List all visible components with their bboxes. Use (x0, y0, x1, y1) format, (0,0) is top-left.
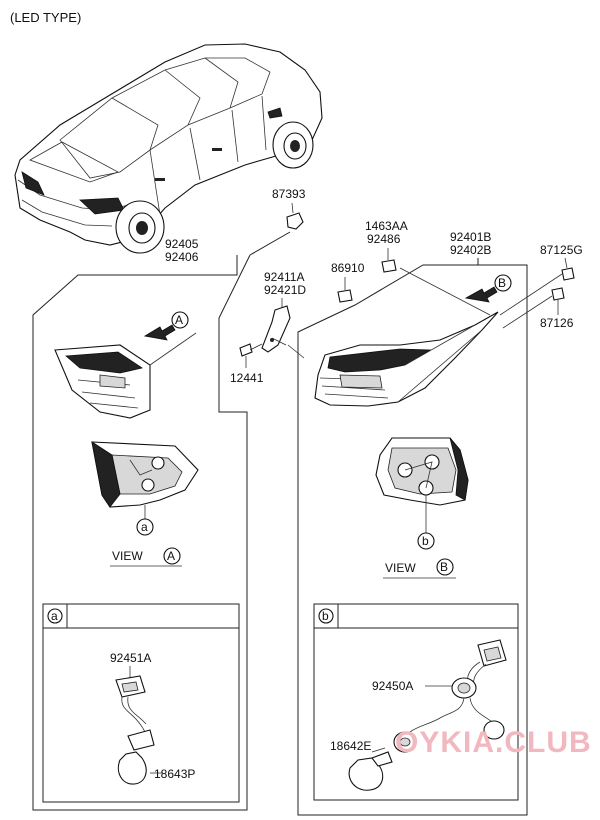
callout-a-marker (136, 518, 154, 536)
label-92402B: 92402B (450, 243, 491, 257)
svg-text:B: B (498, 276, 506, 290)
label-1463AA: 1463AA (365, 219, 408, 233)
view-arrow-a (143, 324, 176, 341)
view-b-caption: VIEW (385, 561, 416, 575)
detail-box-b: b 92450A 18642E (313, 603, 519, 801)
label-92406: 92406 (165, 250, 199, 264)
car-illustration (14, 43, 323, 254)
outer-lamp-back (375, 437, 469, 506)
label-86910: 86910 (331, 261, 365, 275)
nut-87393 (286, 212, 304, 230)
grommet-92486 (381, 259, 397, 273)
svg-text:B: B (440, 560, 448, 574)
label-92451A: 92451A (110, 651, 151, 665)
svg-text:a: a (141, 520, 148, 534)
view-arrow-b (464, 286, 498, 303)
label-87125G: 87125G (540, 243, 583, 257)
view-a-caption: VIEW (112, 549, 143, 563)
svg-text:a: a (51, 609, 58, 623)
detail-box-a: a 92451A 18643P (42, 603, 240, 803)
label-92486: 92486 (367, 232, 401, 246)
label-92401B: 92401B (450, 230, 491, 244)
nut-87125G (561, 267, 575, 281)
bracket-92411A (261, 305, 291, 353)
label-12441: 12441 (230, 371, 264, 385)
label-92421D: 92421D (264, 283, 306, 297)
label-92411A: 92411A (264, 270, 304, 284)
outer-tail-lamp (314, 311, 499, 407)
group-outline-left (32, 254, 251, 811)
label-87393: 87393 (272, 187, 306, 201)
label-92450A: 92450A (372, 679, 413, 693)
diagram-title: (LED TYPE) (10, 10, 81, 25)
callout-b-marker (417, 532, 435, 550)
label-18642E: 18642E (330, 739, 371, 753)
label-18643P: 18643P (154, 767, 195, 781)
label-92405: 92405 (165, 237, 199, 251)
view-a-marker (171, 311, 189, 329)
group-outline-right (297, 258, 528, 816)
screw-12441 (239, 343, 253, 357)
watermark: OYKIA.CLUB (395, 726, 592, 759)
inner-lamp-back (91, 441, 199, 508)
inner-lamp-upper (54, 344, 151, 419)
svg-text:b: b (322, 609, 329, 623)
svg-text:A: A (175, 313, 183, 327)
svg-text:b: b (422, 534, 429, 548)
clip-86910 (337, 289, 353, 303)
nut-87126 (551, 287, 565, 301)
view-b-marker (494, 274, 512, 292)
svg-text:A: A (167, 549, 175, 563)
label-87126: 87126 (540, 316, 574, 330)
